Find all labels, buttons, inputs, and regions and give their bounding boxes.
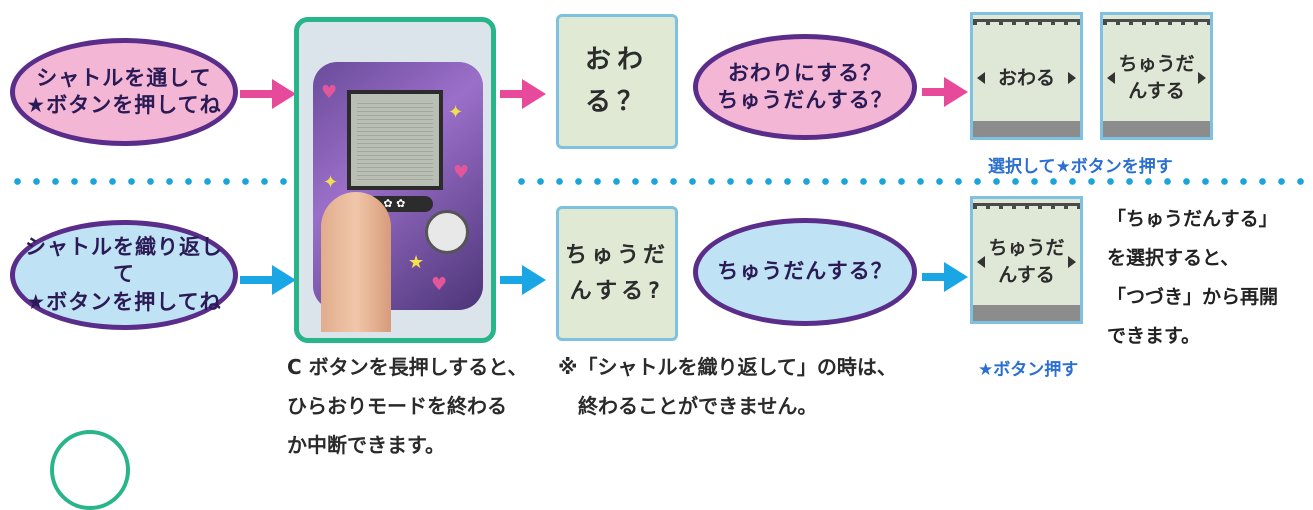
instruction-bubble-bottom-text: シャトルを織り返して ★ボタンを押してね (25, 235, 223, 314)
divider-left (8, 178, 298, 185)
device-screen-owaru: おわる (970, 12, 1083, 140)
divider-right (512, 178, 1307, 185)
device-photo: ♥ ✦ ♥ ✦ ★ ♥ ✿ ✿ ✿ (294, 17, 496, 343)
caption-press-star: ★ボタン押す (978, 360, 1079, 380)
instruction-bubble-top: シャトルを通して ★ボタンを押してね (10, 38, 238, 146)
arrow-top-3 (922, 77, 968, 107)
device-screen-chudan-top-text: ちゅうだ んする (1118, 53, 1195, 102)
device-screen-chudan-bottom: ちゅうだ んする (970, 196, 1083, 324)
lcd-chudan-question: ちゅうだ んする? (556, 206, 678, 341)
arrow-bottom-1 (240, 265, 296, 295)
caption-select-press: 選択して★ボタンを押す (988, 157, 1173, 177)
lcd-end-question: おわ る？ (556, 14, 678, 149)
long-press-note: C ボタンを長押しすると、 ひらおりモードを終わる か中断できます。 (287, 355, 528, 457)
device-screen (347, 90, 443, 190)
instruction-bubble-bottom: シャトルを織り返して ★ボタンを押してね (10, 220, 238, 330)
resume-note: 「ちゅうだんする」 を選択すると、 「つづき」から再開 できます。 (1107, 208, 1279, 347)
arrow-top-2 (500, 79, 546, 109)
arrow-bottom-2 (500, 265, 546, 295)
arrow-top-1 (240, 79, 296, 109)
device-star-button (425, 210, 469, 254)
device-screen-chudan-bottom-text: ちゅうだ んする (988, 237, 1065, 286)
device-screen-chudan-top: ちゅうだ んする (1100, 12, 1213, 140)
choice-bubble-top-text: おわりにする？ ちゅうだんする？ (717, 60, 893, 112)
choice-bubble-bottom: ちゅうだんする？ (693, 218, 917, 326)
finger-image (321, 192, 391, 332)
reverse-note: ※「シャトルを織り返して」の時は、 終わることができません。 (558, 355, 897, 418)
corner-circle (50, 430, 130, 510)
choice-bubble-bottom-text: ちゅうだんする？ (717, 259, 893, 284)
device-screen-owaru-text: おわる (997, 66, 1055, 89)
choice-bubble-top: おわりにする？ ちゅうだんする？ (693, 34, 917, 140)
instruction-bubble-top-text: シャトルを通して ★ボタンを押してね (26, 65, 222, 117)
arrow-bottom-3 (922, 262, 968, 292)
